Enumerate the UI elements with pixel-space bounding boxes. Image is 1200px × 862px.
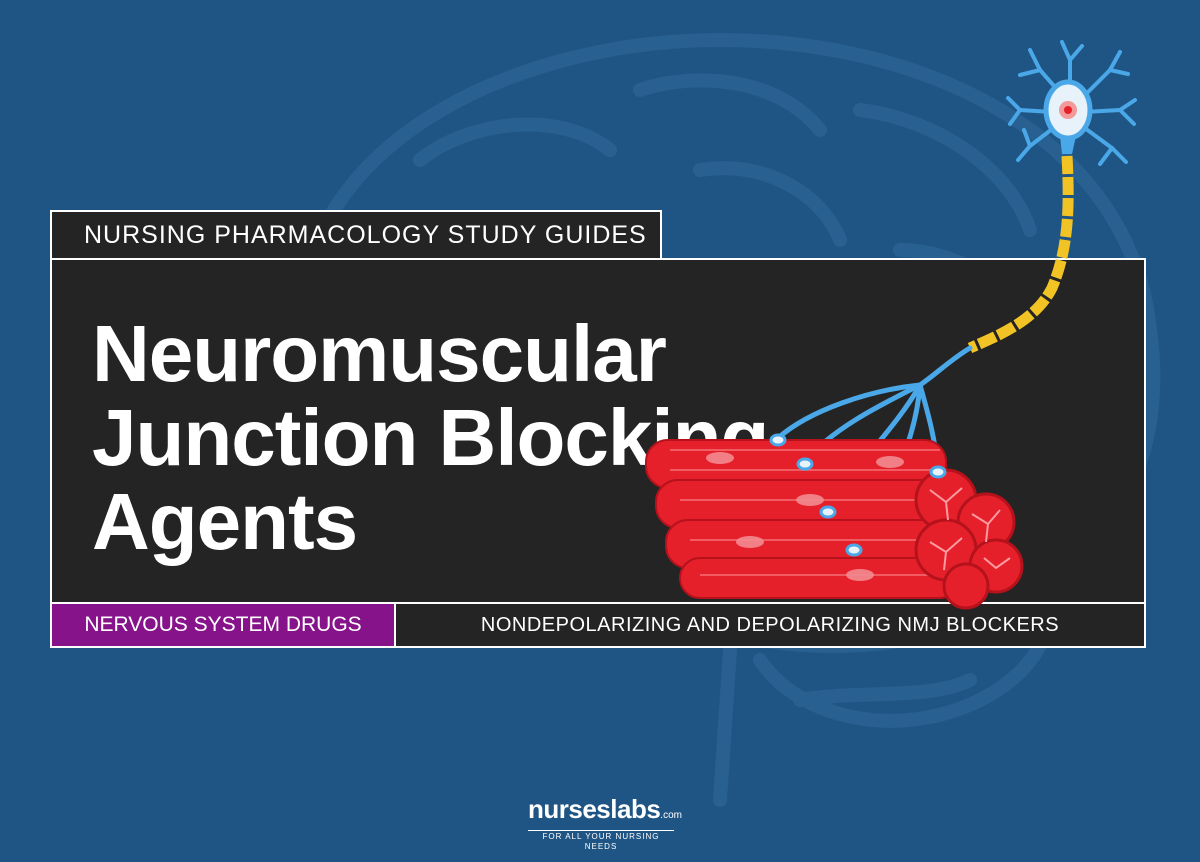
series-label: NURSING PHARMACOLOGY STUDY GUIDES xyxy=(50,210,662,258)
title-line-1: Neuromuscular xyxy=(92,309,667,398)
category-badge: NERVOUS SYSTEM DRUGS xyxy=(52,604,396,646)
nurseslabs-logo: nurseslabs.com FOR ALL YOUR NURSING NEED… xyxy=(528,794,682,851)
title-line-3: Agents xyxy=(92,477,358,566)
footer-bar: NERVOUS SYSTEM DRUGS NONDEPOLARIZING AND… xyxy=(50,604,1146,648)
subtitle-label: NONDEPOLARIZING AND DEPOLARIZING NMJ BLO… xyxy=(480,613,1060,636)
page-title: Neuromuscular Junction Blocking Agents xyxy=(92,309,769,566)
logo-wordmark: nurseslabs.com xyxy=(528,794,682,824)
logo-suffix: .com xyxy=(660,810,682,821)
title-panel: Neuromuscular Junction Blocking Agents xyxy=(50,258,1146,604)
logo-tagline: FOR ALL YOUR NURSING NEEDS xyxy=(528,830,674,852)
title-line-2: Junction Blocking xyxy=(92,393,769,482)
